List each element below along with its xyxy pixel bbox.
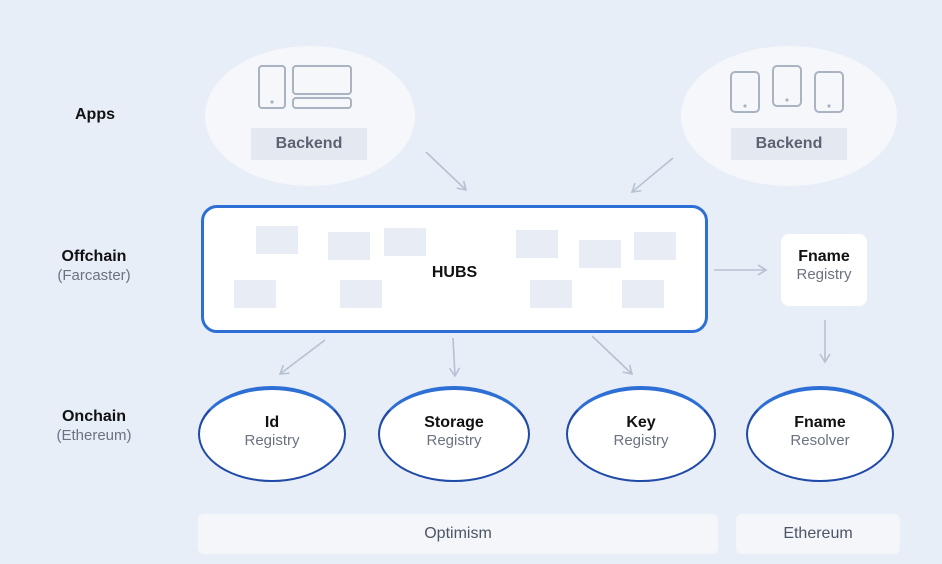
storage-registry-node: Storage Registry	[378, 386, 530, 482]
storage-registry-sub: Registry	[426, 432, 482, 449]
optimism-chain-bar: Optimism	[198, 514, 718, 554]
arrow-hubs-to-id-registry	[278, 339, 326, 375]
hubs-label: HUBS	[431, 264, 478, 281]
app-bubble-left: Backend	[205, 46, 415, 186]
row-label-apps-title: Apps	[75, 106, 115, 123]
id-registry-sub: Registry	[244, 432, 300, 449]
key-registry-title: Key	[626, 414, 656, 431]
fname-registry-title: Fname	[798, 248, 850, 265]
hub-node	[256, 226, 298, 254]
hub-node	[622, 280, 664, 308]
row-label-onchain: Onchain (Ethereum)	[40, 408, 148, 444]
desktop-devices-icon	[258, 65, 352, 109]
row-label-onchain-sub: (Ethereum)	[56, 427, 132, 444]
fname-resolver-title: Fname	[794, 414, 846, 431]
row-label-offchain-sub: (Farcaster)	[57, 267, 131, 284]
row-label-offchain: Offchain (Farcaster)	[40, 248, 148, 284]
hub-node	[530, 280, 572, 308]
key-registry-sub: Registry	[613, 432, 669, 449]
id-registry-node: Id Registry	[198, 386, 346, 482]
fname-registry-sub: Registry	[796, 266, 852, 283]
hubs-box: HUBS	[201, 205, 708, 333]
arrow-app-left-to-hubs	[425, 151, 468, 192]
ethereum-chain-bar: Ethereum	[736, 514, 900, 554]
backend-label-left: Backend	[251, 128, 367, 160]
hub-node	[340, 280, 382, 308]
fname-resolver-node: Fname Resolver	[746, 386, 894, 482]
hub-node	[634, 232, 676, 260]
mobile-devices-icon	[730, 65, 844, 113]
hub-node	[328, 232, 370, 260]
arrow-hubs-to-key-registry	[591, 335, 634, 376]
fname-resolver-sub: Resolver	[790, 432, 850, 449]
row-label-apps: Apps	[60, 106, 130, 124]
hub-node	[516, 230, 558, 258]
fname-registry-box: Fname Registry	[781, 234, 867, 306]
arrow-hubs-to-storage-registry	[448, 337, 461, 378]
id-registry-title: Id	[264, 414, 280, 431]
row-label-offchain-title: Offchain	[61, 248, 127, 265]
arrow-app-right-to-hubs	[630, 157, 674, 193]
row-label-onchain-title: Onchain	[61, 408, 126, 425]
key-registry-node: Key Registry	[566, 386, 716, 482]
hub-node	[579, 240, 621, 268]
hub-node	[384, 228, 426, 256]
hub-node	[234, 280, 276, 308]
storage-registry-title: Storage	[424, 414, 484, 431]
app-bubble-right: Backend	[681, 46, 897, 186]
backend-label-right: Backend	[731, 128, 847, 160]
